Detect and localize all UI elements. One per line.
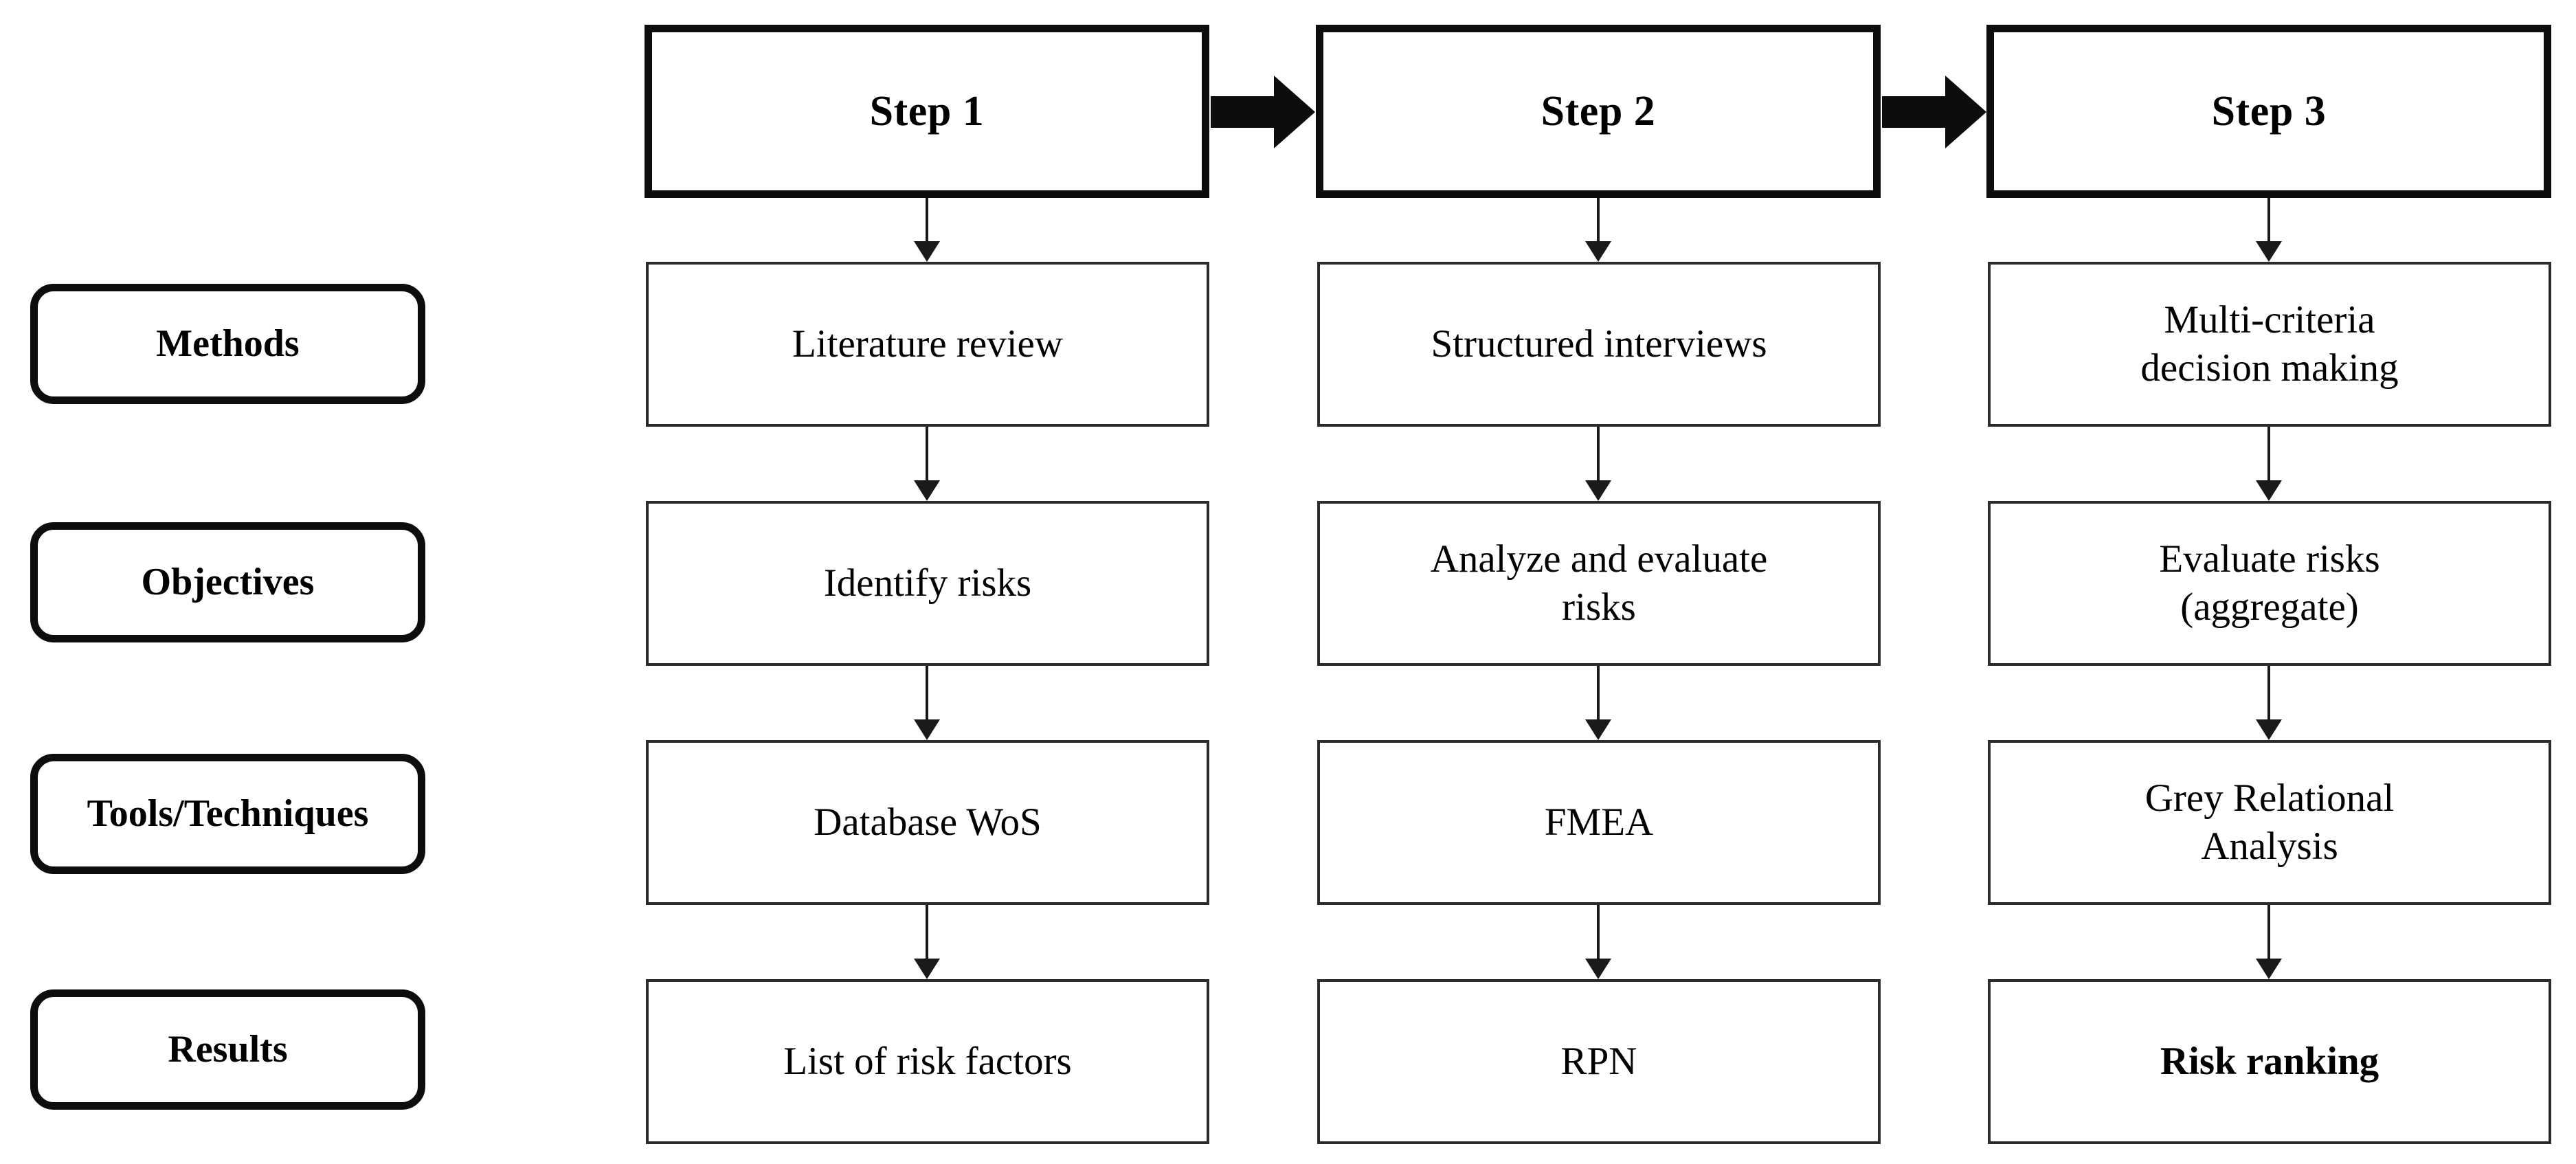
cell-objectives-step2[interactable]: Analyze and evaluate risks (1317, 501, 1881, 666)
step-header-1[interactable]: Step 1 (645, 25, 1209, 198)
cell-results-step3[interactable]: Risk ranking (1988, 979, 2551, 1144)
cell-methods-step1-text: Literature review (792, 322, 1064, 366)
cell-objectives-step3-line2: (aggregate) (2180, 585, 2359, 629)
cell-methods-step3-line1: Multi-criteria (2164, 298, 2375, 342)
cell-tools-step1[interactable]: Database WoS (646, 740, 1209, 905)
right-block-arrow-icon-2 (1882, 76, 1986, 148)
cell-objectives-step2-line1: Analyze and evaluate (1430, 537, 1768, 581)
row-label-results-text: Results (168, 1027, 288, 1071)
row-label-tools[interactable]: Tools/Techniques (30, 754, 425, 874)
cell-tools-step2-text: FMEA (1544, 801, 1654, 844)
cell-methods-step3-text: Multi-criteria decision making (2140, 296, 2398, 392)
cell-results-step1[interactable]: List of risk factors (646, 979, 1209, 1144)
cell-objectives-step1[interactable]: Identify risks (646, 501, 1209, 666)
row-label-results[interactable]: Results (30, 989, 425, 1110)
row-label-objectives-text: Objectives (141, 560, 315, 603)
cell-methods-step3-line2: decision making (2140, 346, 2399, 390)
cell-tools-step3-text: Grey Relational Analysis (2145, 774, 2394, 870)
cell-methods-step1[interactable]: Literature review (646, 262, 1209, 427)
cell-tools-step3-line1: Grey Relational (2144, 776, 2395, 820)
cell-tools-step3[interactable]: Grey Relational Analysis (1988, 740, 2551, 905)
cell-objectives-step2-text: Analyze and evaluate risks (1431, 535, 1768, 631)
row-label-methods-text: Methods (156, 322, 300, 365)
cell-methods-step3[interactable]: Multi-criteria decision making (1988, 262, 2551, 427)
step-header-3-label: Step 3 (2211, 87, 2327, 135)
right-block-arrow-icon-1 (1211, 76, 1315, 148)
row-label-methods[interactable]: Methods (30, 284, 425, 404)
cell-results-step2-text: RPN (1560, 1040, 1637, 1084)
cell-tools-step3-line2: Analysis (2201, 825, 2338, 868)
cell-methods-step2-text: Structured interviews (1431, 322, 1767, 366)
cell-objectives-step3-text: Evaluate risks (aggregate) (2159, 535, 2379, 631)
cell-objectives-step2-line2: risks (1562, 585, 1636, 629)
row-label-objectives[interactable]: Objectives (30, 522, 425, 642)
cell-results-step3-text: Risk ranking (2160, 1040, 2379, 1084)
step-header-2-label: Step 2 (1541, 87, 1656, 135)
step-header-3[interactable]: Step 3 (1986, 25, 2551, 198)
cell-objectives-step3[interactable]: Evaluate risks (aggregate) (1988, 501, 2551, 666)
cell-objectives-step3-line1: Evaluate risks (2159, 537, 2380, 581)
step-header-1-label: Step 1 (869, 87, 985, 135)
cell-tools-step2[interactable]: FMEA (1317, 740, 1881, 905)
row-label-tools-text: Tools/Techniques (87, 792, 369, 835)
cell-results-step1-text: List of risk factors (783, 1040, 1072, 1084)
step-header-2[interactable]: Step 2 (1316, 25, 1881, 198)
cell-tools-step1-text: Database WoS (814, 801, 1042, 844)
cell-results-step2[interactable]: RPN (1317, 979, 1881, 1144)
cell-methods-step2[interactable]: Structured interviews (1317, 262, 1881, 427)
cell-objectives-step1-text: Identify risks (823, 561, 1032, 605)
